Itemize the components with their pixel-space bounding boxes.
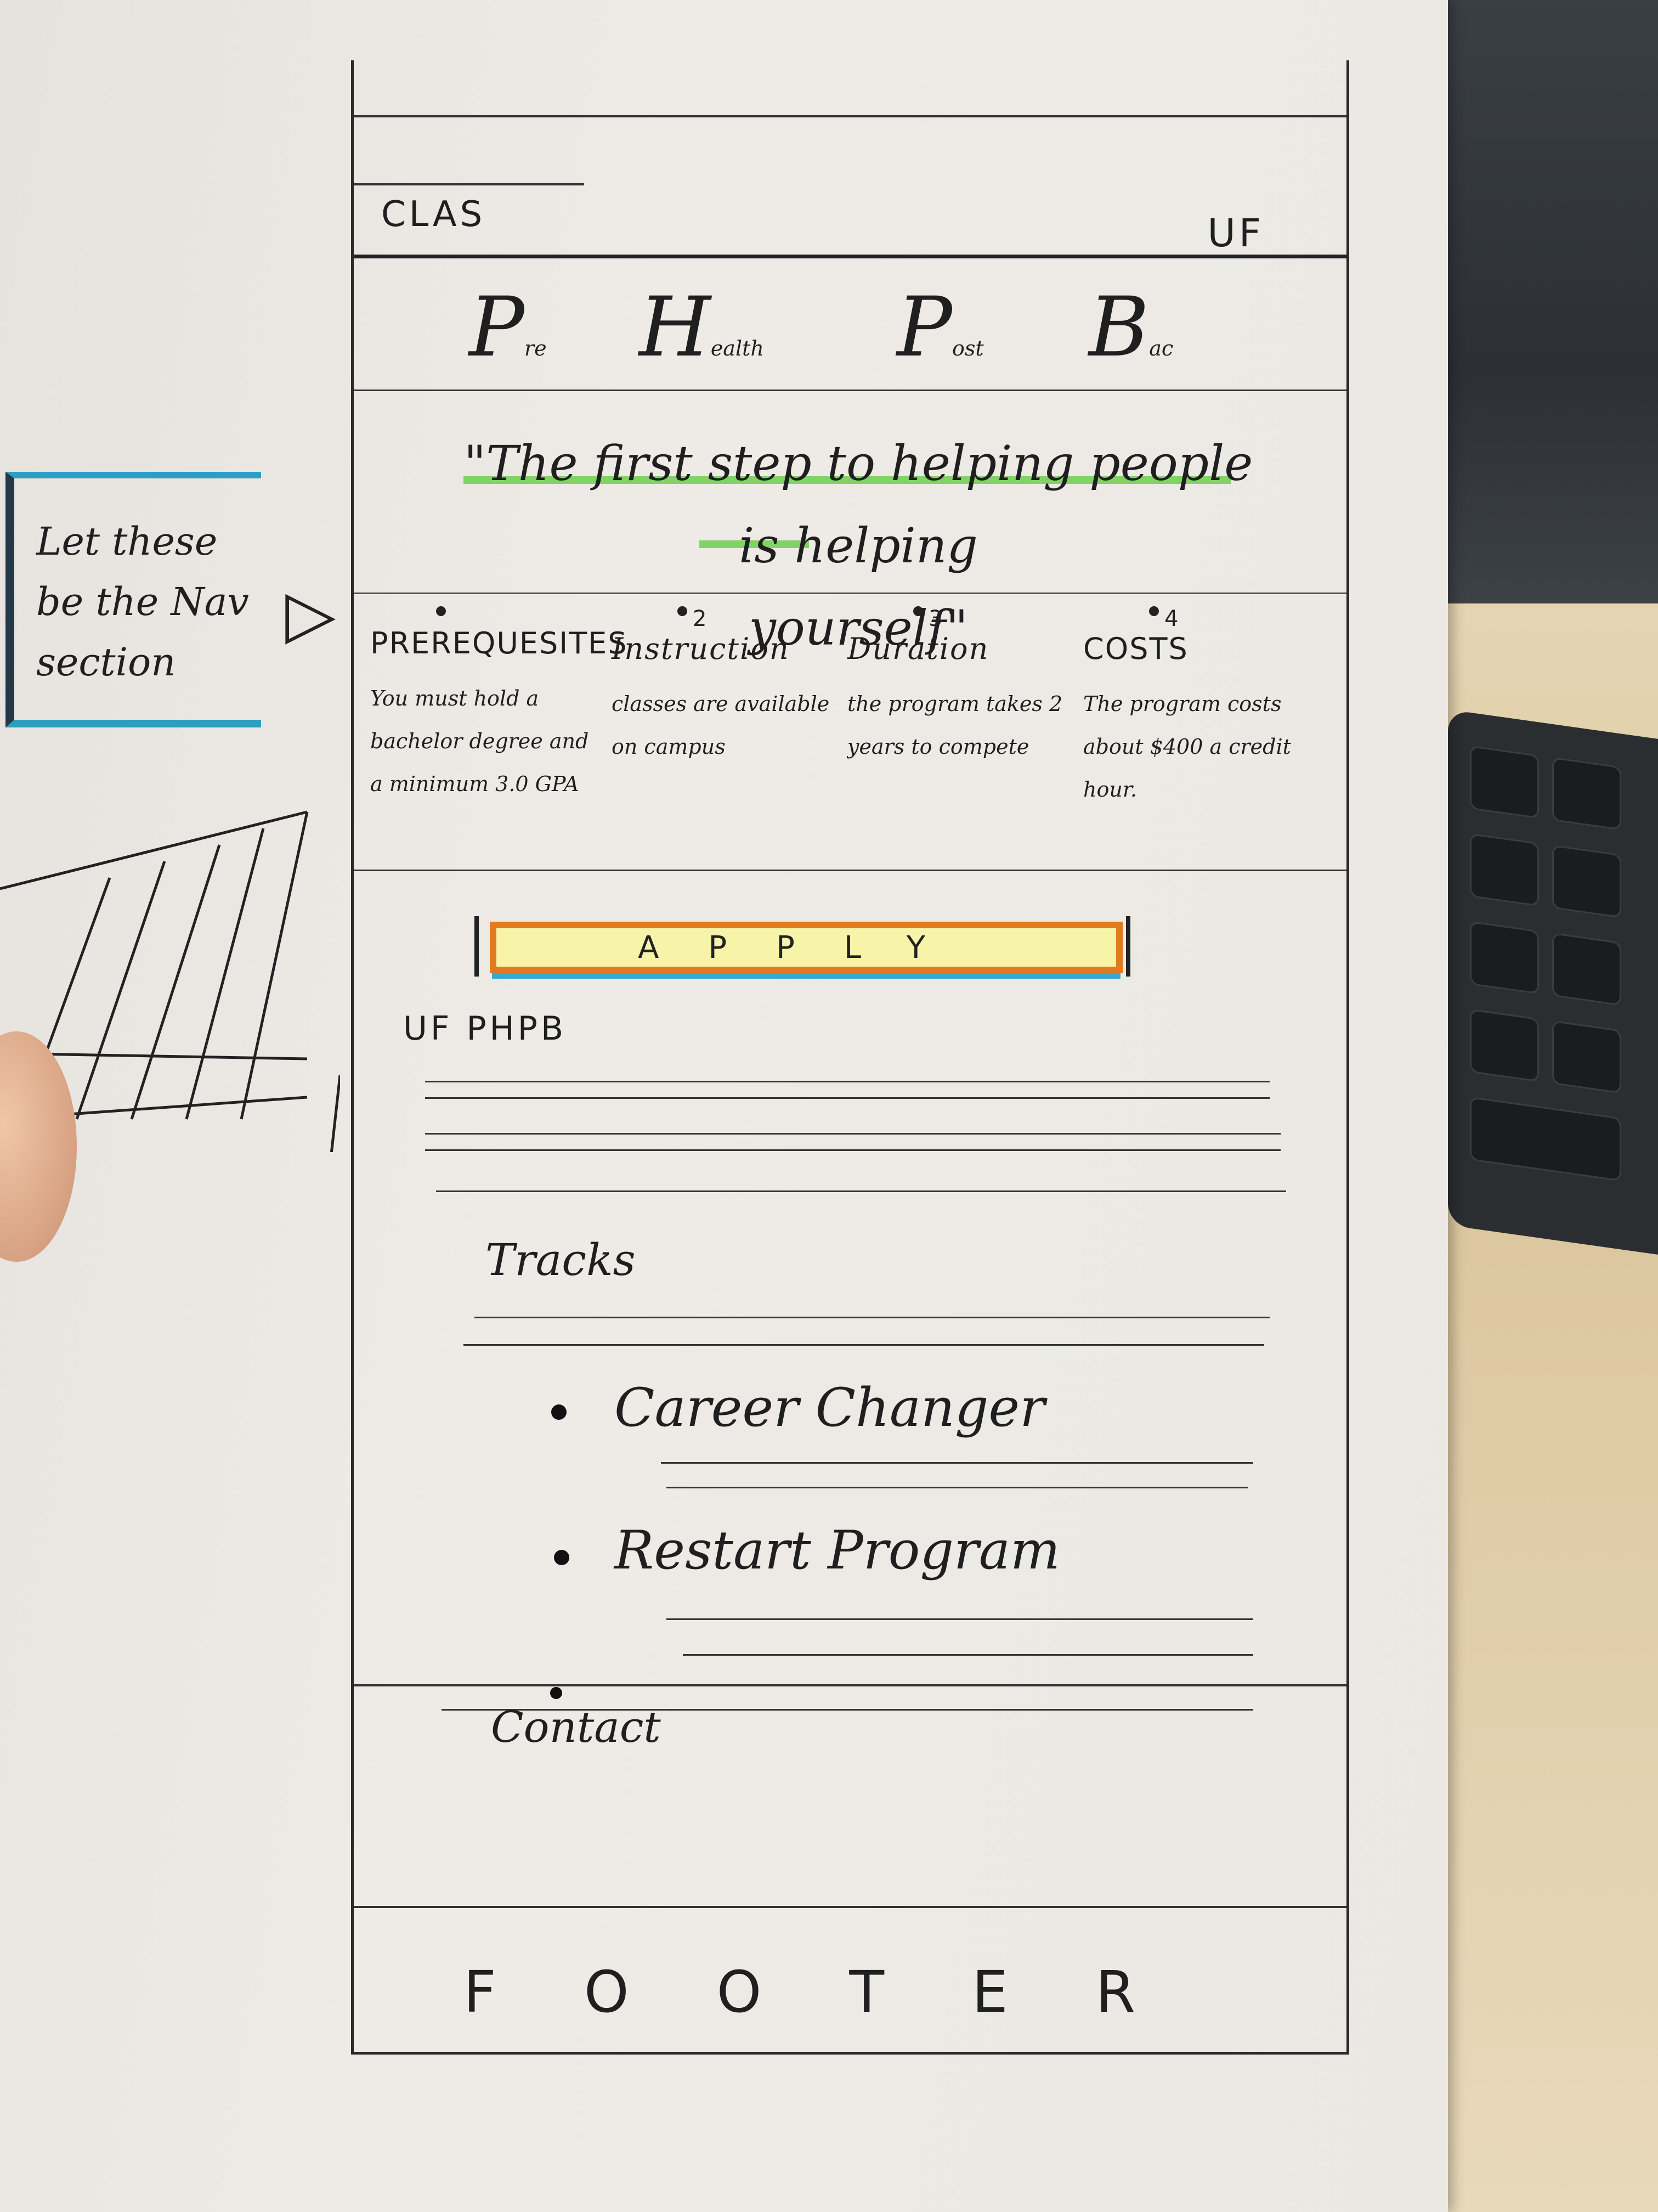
desk-background	[1426, 0, 1658, 614]
uf-logo[interactable]: UF	[1207, 211, 1264, 256]
text-placeholder-line	[661, 1462, 1253, 1464]
text-placeholder-line	[425, 1149, 1281, 1151]
quote-section: "The first step to helping people is hel…	[354, 390, 1346, 656]
nav-annotation-text: Let these be the Nav section	[36, 519, 249, 685]
bullet-icon	[551, 1404, 567, 1420]
apply-bracket: APPLY	[474, 916, 1130, 977]
bullet-icon	[550, 1687, 562, 1699]
bullet-icon	[913, 606, 923, 616]
track-restart-program[interactable]: Restart Program	[614, 1520, 1061, 1581]
text-placeholder-line	[683, 1654, 1253, 1656]
bullet-icon	[1149, 606, 1159, 616]
info-body: the program takes 2 years to compete	[847, 692, 1063, 759]
info-costs: 4 COSTS The program costs about $400 a c…	[1083, 606, 1314, 811]
nav-item-bac[interactable]: Bac	[1089, 280, 1174, 375]
text-placeholder-line	[474, 1317, 1270, 1318]
apply-button[interactable]: APPLY	[490, 922, 1123, 973]
bullet-icon	[554, 1550, 569, 1565]
text-placeholder-line	[425, 1081, 1270, 1082]
info-title: COSTS	[1083, 631, 1189, 666]
quote-line-2: yourself"	[749, 600, 968, 656]
sketch-paper: Let these be the Nav section ▷ CLAS UF P…	[0, 0, 1448, 2212]
nav-item-health[interactable]: Health	[639, 280, 764, 375]
site-footer: FOOTER	[354, 1904, 1346, 2049]
nav-item-pre[interactable]: Pre	[469, 280, 547, 375]
text-placeholder-line	[436, 1190, 1286, 1192]
footer-label: FOOTER	[463, 1959, 1224, 2025]
info-prerequisites: PREREQUESITES You must hold a bachelor d…	[370, 606, 628, 805]
text-placeholder-line	[425, 1097, 1270, 1099]
website-wireframe: CLAS UF Pre Health Post Bac "The first s…	[351, 60, 1349, 2055]
contact-section: Contact	[354, 1684, 1346, 1908]
quote-highlight-2	[699, 540, 809, 548]
text-placeholder-line	[425, 1133, 1281, 1135]
bullet-icon	[677, 606, 687, 616]
info-number: 3	[929, 606, 943, 631]
info-duration: 3 Duration the program takes 2 years to …	[847, 606, 1078, 768]
text-placeholder-line	[666, 1487, 1248, 1488]
info-body: You must hold a bachelor degree and a mi…	[370, 686, 589, 796]
info-number: 4	[1164, 606, 1179, 631]
nav-item-post[interactable]: Post	[897, 280, 984, 375]
track-career-changer[interactable]: Career Changer	[614, 1377, 1045, 1438]
info-body: The program costs about $400 a credit ho…	[1083, 692, 1291, 802]
tracks-heading: Tracks	[485, 1234, 636, 1285]
header-top-rule	[354, 183, 584, 185]
bullet-icon	[436, 606, 446, 616]
quote-highlight	[463, 476, 1231, 484]
info-title: PREREQUESITES	[370, 626, 628, 661]
nav-bar: Pre Health Post Bac	[354, 258, 1346, 391]
quote-line-1: "The first step to helping people is hel…	[463, 435, 1253, 574]
info-section: PREREQUESITES You must hold a bachelor d…	[354, 595, 1346, 871]
text-placeholder-line	[666, 1618, 1253, 1620]
hero-quote: "The first step to helping people is hel…	[447, 422, 1270, 669]
info-instruction: 2 Instruction classes are available on c…	[612, 606, 842, 768]
keyboard	[1448, 709, 1658, 1255]
nav-annotation-box: Let these be the Nav section	[5, 472, 261, 727]
text-placeholder-line	[442, 1709, 1253, 1711]
annotation-arrow-icon: ▷	[285, 576, 336, 652]
info-title: Instruction	[612, 631, 790, 666]
contact-heading: Contact	[491, 1703, 661, 1752]
program-name: UF PHPB	[403, 1009, 567, 1048]
info-body: classes are available on campus	[612, 692, 830, 759]
clas-logo[interactable]: CLAS	[381, 194, 486, 235]
info-title: Duration	[847, 631, 989, 666]
text-placeholder-line	[463, 1344, 1264, 1346]
site-header: CLAS UF	[354, 115, 1346, 258]
info-number: 2	[693, 606, 707, 631]
